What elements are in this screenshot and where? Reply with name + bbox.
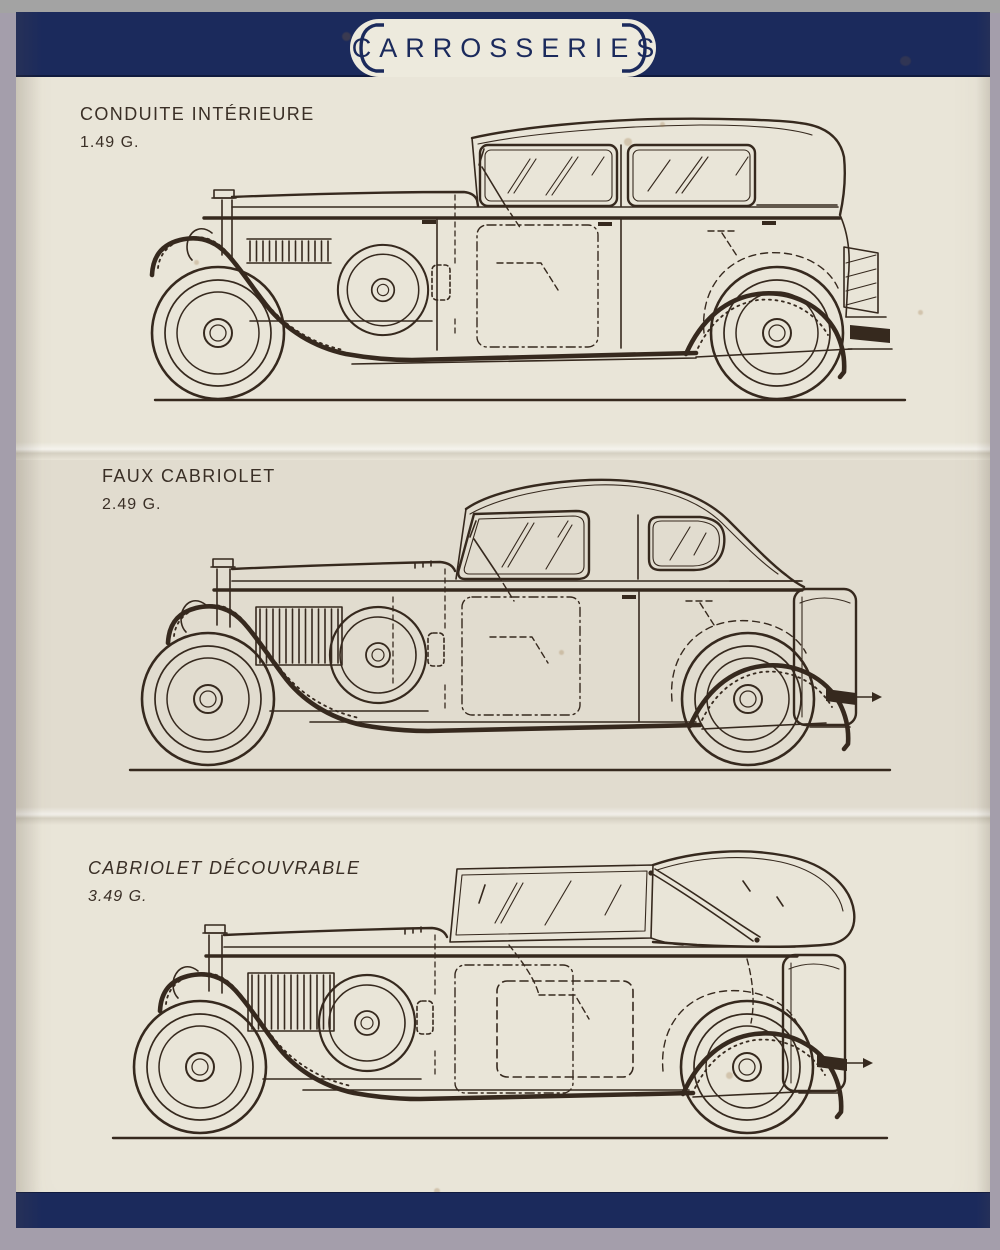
rear-bumper (850, 325, 890, 343)
windshield-wiper (478, 148, 506, 206)
stain-spot (194, 260, 199, 265)
spare-wheel (328, 605, 428, 705)
pill-bracket-right-icon (622, 23, 647, 73)
fenders (165, 603, 851, 752)
radiator-grille (210, 558, 343, 666)
fold-crease (16, 807, 990, 825)
door-lines (436, 217, 622, 351)
windshield-wiper (478, 884, 486, 904)
model-name: CONDUITE INTÉRIEURE (80, 104, 315, 124)
radiator-grille (211, 189, 332, 264)
glass-reflections (507, 156, 749, 196)
rear-bumper (826, 689, 856, 705)
model-code: 2.49 G. (102, 496, 162, 513)
photo-top-strip (0, 0, 1000, 13)
front-wheel (150, 265, 286, 401)
footer-band (16, 1192, 990, 1228)
seat-outline (496, 980, 634, 1078)
door-handle (422, 220, 436, 224)
interior-dashed (427, 574, 715, 716)
glass-reflections (501, 520, 707, 570)
side-windows (457, 509, 726, 581)
a-pillar (471, 137, 479, 207)
stain-spot (434, 1188, 440, 1194)
interior-dashed (431, 204, 738, 348)
panel-label-conduite-interieure: CONDUITE INTÉRIEURE 1.49 G. (80, 104, 315, 152)
model-code: 3.49 G. (88, 888, 148, 905)
page-title: CARROSSERIES (351, 32, 663, 63)
glass-reflections (494, 880, 622, 926)
hood-top (230, 190, 480, 208)
radiator-grille (202, 924, 335, 1032)
front-wheel (140, 631, 276, 767)
door-handle (598, 222, 612, 226)
stain-spot (918, 310, 923, 315)
panel-label-faux-cabriolet: FAUX CABRIOLET 2.49 G. (102, 466, 276, 514)
windshield-frame (449, 864, 654, 943)
car-drawing-faux-cabriolet (128, 478, 892, 772)
car-drawing-conduite-interieure (149, 117, 907, 402)
fold-crease (16, 442, 990, 460)
roof (470, 117, 850, 318)
door-handle (762, 221, 776, 225)
trunk (781, 953, 873, 1094)
soft-top (648, 850, 856, 948)
title-pill: CARROSSERIES (350, 19, 656, 77)
car-drawing-cabriolet-decouvrable (111, 850, 889, 1140)
pill-bracket-left-icon (359, 23, 384, 73)
stain-spot (559, 650, 564, 655)
stain-spot (726, 1072, 733, 1079)
model-code: 1.49 G. (80, 134, 140, 151)
interior-dashed (416, 944, 754, 1094)
fenders (157, 971, 844, 1120)
fenders (149, 235, 847, 380)
model-name: FAUX CABRIOLET (102, 466, 276, 486)
rear-bumper (817, 1055, 847, 1071)
door-handle (622, 595, 636, 599)
side-windows (478, 143, 757, 208)
front-wheel (132, 999, 268, 1135)
trunk (792, 587, 882, 728)
stain-spot (342, 32, 351, 41)
model-name: CABRIOLET DÉCOUVRABLE (88, 858, 361, 878)
rear-wheel (709, 265, 845, 401)
stain-spot (660, 122, 665, 127)
brochure-paper: CARROSSERIES CONDUITE INTÉRIEURE 1.49 G. (16, 12, 990, 1228)
front-blade (172, 966, 199, 999)
a-pillar (455, 508, 467, 580)
landau-bar (650, 868, 761, 942)
roof (455, 478, 806, 589)
front-blade (186, 228, 213, 261)
panel-label-cabriolet-decouvrable: CABRIOLET DÉCOUVRABLE 3.49 G. (88, 858, 360, 906)
hood-top (230, 560, 457, 573)
stain-spot (900, 56, 911, 66)
windshield-wiper (469, 520, 499, 576)
stain-spot (624, 138, 632, 146)
luggage-rack (843, 246, 893, 350)
